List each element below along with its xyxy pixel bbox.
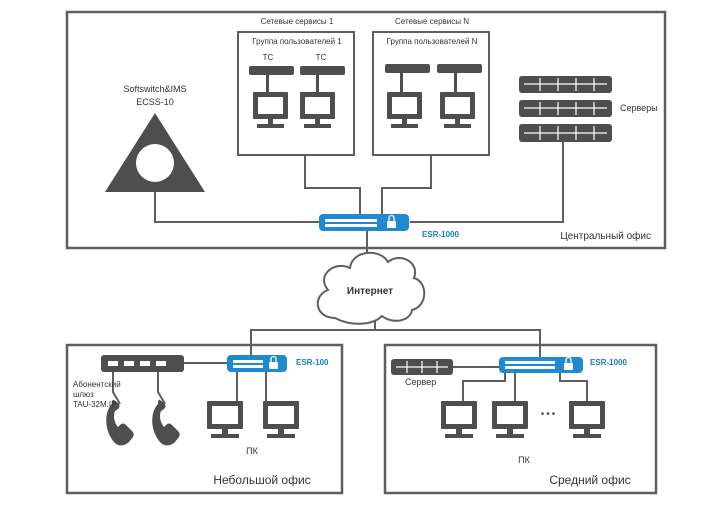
- monitor-icon: [441, 401, 477, 438]
- monitor-icon: [207, 401, 243, 438]
- medium-office-server-label: Сервер: [405, 377, 437, 387]
- monitor-icon: [387, 73, 422, 128]
- monitor-icon: [263, 401, 299, 438]
- gateway-label-line1: Абонентский: [73, 380, 121, 389]
- monitor-icon: [253, 75, 288, 128]
- small-office-pcs: [207, 401, 299, 438]
- softswitch-label-line2: ECSS-10: [136, 97, 174, 107]
- service-group-1-title: Сетевые сервисы 1: [260, 17, 334, 26]
- monitor-icon: [569, 401, 605, 438]
- tc-label-2: ТС: [315, 53, 327, 62]
- phone-icon: [152, 399, 180, 446]
- internet-label: Интернет: [346, 286, 394, 297]
- central-office-label: Центральный офис: [560, 231, 651, 242]
- router-esr100-label: ESR-100: [296, 358, 329, 367]
- server-icon: [391, 359, 453, 375]
- medium-office-label: Средний офис: [549, 473, 631, 487]
- triangle-icon: [105, 113, 205, 192]
- small-office-pc-label: ПК: [246, 446, 258, 456]
- gateway-label-line3: TAU-32M.IP: [73, 400, 117, 409]
- medium-office-pcs: [441, 401, 605, 438]
- service-group-n-title: Сетевые сервисы N: [394, 17, 470, 26]
- user-group-1-label: Группа пользователей 1: [252, 37, 342, 46]
- router-esr100-icon: [227, 355, 287, 372]
- softswitch-label-line1: Softswitch&IMS: [123, 84, 187, 94]
- phone-icon: [106, 399, 134, 446]
- router-esr1000-central-label: ESR-1000: [422, 230, 459, 239]
- user-group-1-box: [237, 31, 355, 156]
- medium-office-frame: [383, 343, 658, 495]
- router-esr1000-medium-icon: [499, 356, 583, 373]
- cloud-icon: [316, 252, 426, 325]
- monitor-icon: [492, 401, 528, 438]
- servers-label: Серверы: [620, 103, 658, 113]
- gateway-label-line2: шлюз: [73, 390, 94, 399]
- user-group-n-devices: [385, 64, 482, 128]
- connection-lines: [112, 142, 588, 405]
- small-office-frame: [65, 343, 344, 495]
- medium-office-pc-label: ПК: [518, 455, 530, 465]
- user-group-1-devices: [249, 66, 345, 128]
- monitor-icon: [440, 73, 475, 128]
- tc-label-1: ТС: [262, 53, 274, 62]
- router-esr1000-central-icon: [319, 214, 409, 231]
- server-rack-icon: [519, 76, 612, 142]
- gateway-tau32m-icon: [101, 355, 184, 372]
- user-group-n-label: Группа пользователей N: [386, 37, 478, 46]
- router-esr1000-medium-label: ESR-1000: [590, 358, 627, 367]
- monitor-icon: [300, 75, 335, 128]
- ellipsis-label: •••: [540, 409, 558, 420]
- small-office-label: Небольшой офис: [213, 473, 311, 487]
